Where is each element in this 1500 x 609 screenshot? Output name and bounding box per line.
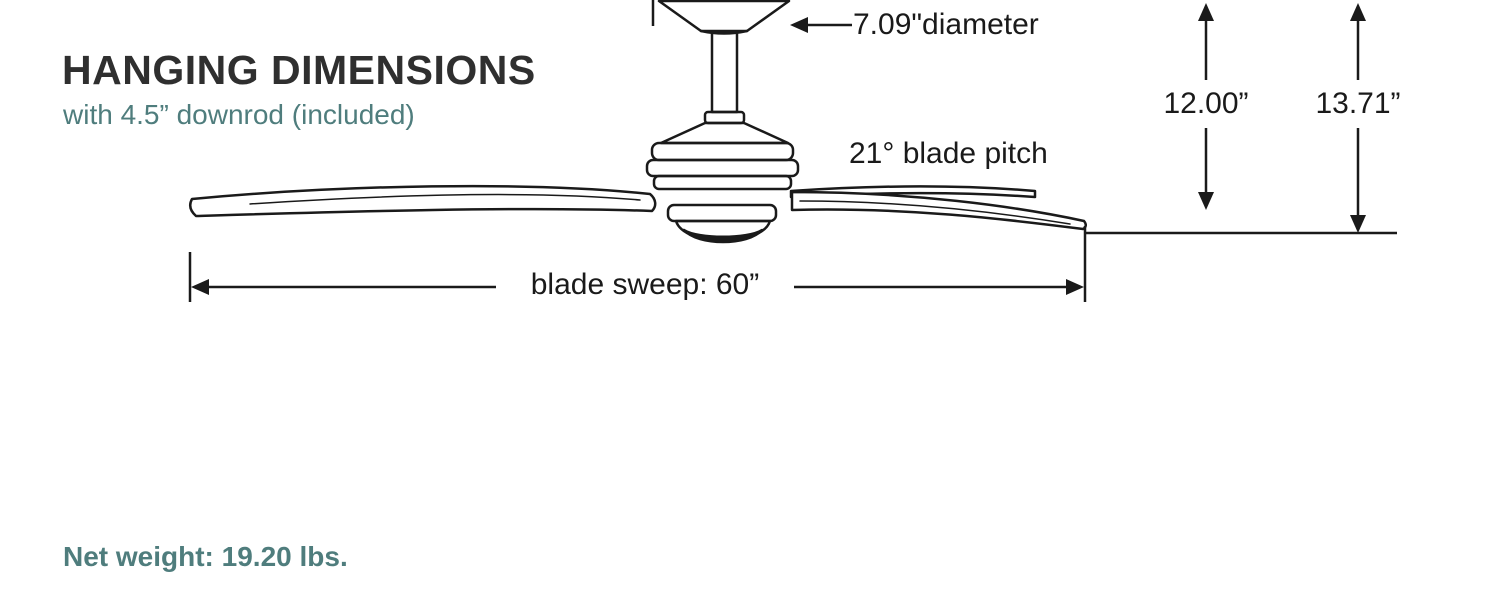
total-drop-label: 13.71” <box>1315 87 1401 120</box>
downrod <box>710 30 739 114</box>
light-kit <box>666 203 778 244</box>
drop-to-blades-dimension <box>1198 3 1214 210</box>
motor-housing <box>645 121 800 191</box>
total-drop-dimension <box>1350 3 1366 233</box>
right-blade <box>790 190 1087 231</box>
canopy <box>657 0 791 35</box>
blade-sweep-label: blade sweep: 60” <box>530 268 760 301</box>
page-title: HANGING DIMENSIONS <box>62 47 536 93</box>
blade-pitch-label: 21° blade pitch <box>849 137 1048 170</box>
drop-to-blades-label: 12.00” <box>1163 87 1249 120</box>
blade-sweep-dimension <box>188 226 1087 302</box>
diameter-dimension <box>651 0 852 33</box>
net-weight-label: Net weight: 19.20 lbs. <box>63 541 348 572</box>
diameter-label: 7.09"diameter <box>853 8 1039 41</box>
downrod-coupler <box>703 110 746 125</box>
page-subtitle: with 4.5” downrod (included) <box>63 99 415 130</box>
left-blade <box>188 184 657 218</box>
